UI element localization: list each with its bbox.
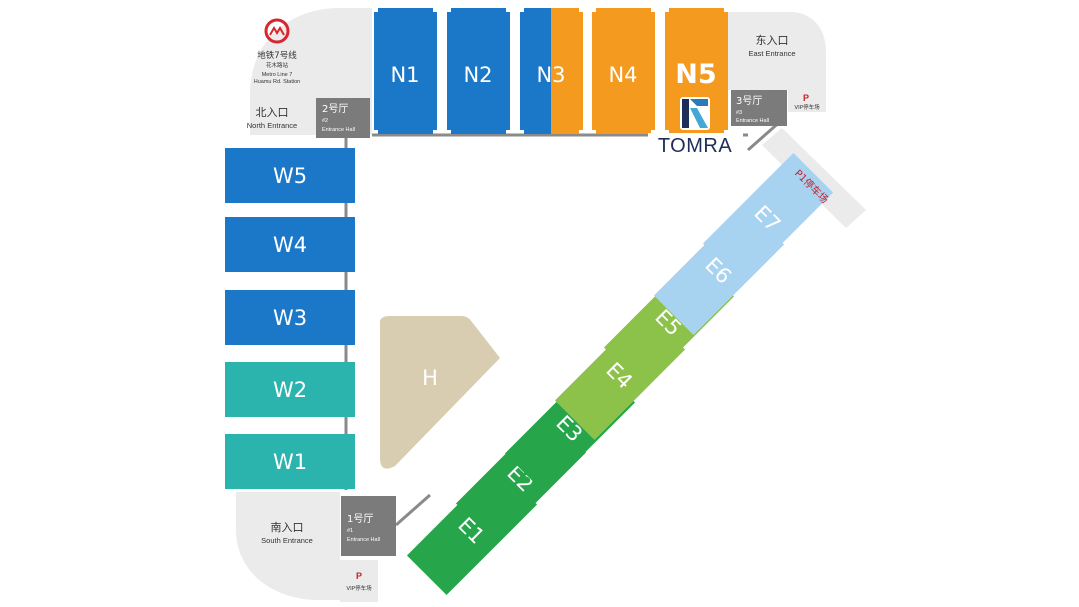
hall-w3[interactable]: W3 — [225, 290, 355, 345]
tomra-logo: TOMRA — [648, 97, 743, 157]
hall-w5[interactable]: W5 — [225, 148, 355, 203]
entrance-hall-2[interactable]: 2号厅 #2 Entrance Hall — [316, 98, 370, 138]
vip-parking-east-p-icon: P — [803, 93, 809, 103]
vip-parking-east-label: VIP停车场 — [794, 103, 820, 111]
metro-station-en: Huamu Rd. Station — [254, 79, 300, 85]
entrance-hall-1-num: #1 — [347, 528, 353, 534]
entrance-hall-1-en: Entrance Hall — [347, 537, 380, 543]
hall-n2[interactable]: N2 — [447, 8, 510, 134]
metro-station-cn: 花木路站 — [266, 61, 289, 69]
hall-w2-label: W2 — [273, 378, 307, 402]
south-entrance-en: South Entrance — [261, 536, 313, 545]
east-entrance[interactable]: 东入口 East Entrance — [748, 34, 795, 58]
north-east-area — [727, 12, 826, 90]
hall-w2[interactable]: W2 — [225, 362, 355, 417]
entrance-hall-2-num: #2 — [322, 118, 328, 124]
hall-h-label: H — [422, 366, 438, 390]
hall-n4-label: N4 — [608, 63, 637, 87]
entrance-hall-3[interactable]: 3号厅 #3 Entrance Hall — [731, 90, 787, 126]
connector-south — [395, 493, 431, 527]
hall-n5-label: N5 — [675, 59, 716, 90]
north-entrance-cn: 北入口 — [256, 106, 289, 119]
hall-n1-label: N1 — [390, 63, 419, 87]
south-west-area — [236, 492, 340, 600]
entrance-hall-2-cn: 2号厅 — [322, 103, 348, 115]
hall-w4[interactable]: W4 — [225, 217, 355, 272]
entrance-hall-3-num: #3 — [736, 110, 742, 116]
metro-station[interactable]: 地铁7号线 花木路站 Metro Line 7 Huamu Rd. Statio… — [254, 18, 300, 85]
vip-parking-south-label: VIP停车场 — [346, 584, 372, 592]
tomra-logo-mark-icon — [680, 97, 710, 130]
hall-w1-label: W1 — [273, 450, 307, 474]
hall-w5-label: W5 — [273, 164, 307, 188]
vip-parking-east-area — [788, 90, 826, 112]
east-entrance-cn: 东入口 — [756, 34, 789, 47]
hall-n3-label: N3 — [536, 63, 565, 87]
hall-h[interactable]: H — [380, 316, 500, 469]
north-entrance[interactable]: 北入口 North Entrance — [247, 106, 297, 130]
tomra-wordmark: TOMRA — [658, 135, 733, 157]
hall-w4-label: W4 — [273, 233, 307, 257]
vip-parking-south-area — [340, 560, 378, 602]
hall-w3-label: W3 — [273, 306, 307, 330]
hall-w1[interactable]: W1 — [225, 434, 355, 489]
metro-line-en: Metro Line 7 — [262, 72, 293, 78]
hall-n2-label: N2 — [463, 63, 492, 87]
vip-parking-east[interactable]: P VIP停车场 — [794, 93, 820, 111]
hall-n3[interactable]: N3 — [520, 8, 583, 134]
hall-n4[interactable]: N4 — [592, 8, 655, 134]
metro-logo-icon — [264, 18, 290, 44]
entrance-hall-3-cn: 3号厅 — [736, 95, 762, 107]
hall-n5[interactable]: N5 — [665, 8, 728, 134]
vip-parking-south-p-icon: P — [356, 571, 362, 581]
entrance-hall-2-en: Entrance Hall — [322, 127, 355, 133]
north-entrance-en: North Entrance — [247, 121, 297, 130]
hall-n1[interactable]: N1 — [374, 8, 437, 134]
entrance-hall-1[interactable]: 1号厅 #1 Entrance Hall — [341, 496, 396, 556]
south-entrance-cn: 南入口 — [271, 521, 304, 534]
metro-name-cn: 地铁7号线 — [257, 50, 297, 61]
vip-parking-south[interactable]: P VIP停车场 — [346, 571, 372, 592]
entrance-hall-3-en: Entrance Hall — [736, 118, 769, 124]
entrance-hall-1-cn: 1号厅 — [347, 513, 373, 525]
east-entrance-en: East Entrance — [748, 49, 795, 58]
hall-e7[interactable]: E7 — [702, 152, 834, 284]
south-entrance[interactable]: 南入口 South Entrance — [261, 521, 313, 545]
